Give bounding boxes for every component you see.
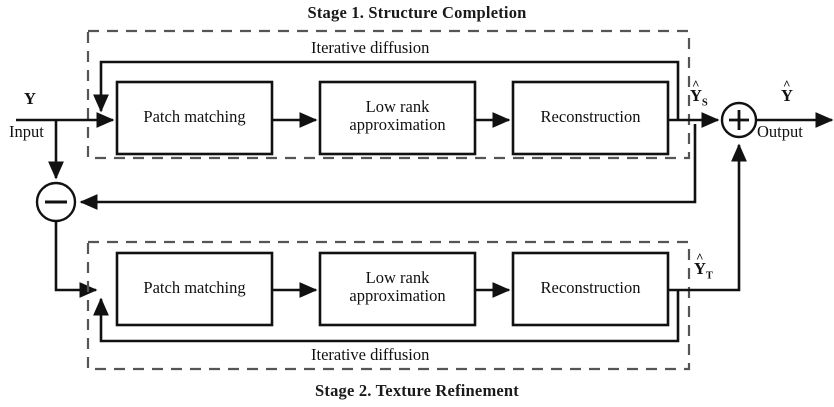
stage1-reconstruction-label: Reconstruction: [540, 107, 641, 126]
stage2-output-hat-wrap: ^ Y: [694, 251, 706, 279]
input-caption-label: Input: [9, 122, 44, 141]
stage1-group: [86, 29, 720, 160]
stage2-output-base-glyph: Y: [694, 259, 706, 278]
stage2-output-signal-label: ^ Y T: [694, 251, 713, 282]
stage1-title: Stage 1. Structure Completion: [307, 3, 527, 22]
stage1-output-hat-glyph: ^: [692, 77, 700, 92]
stage2-patch-matching-label: Patch matching: [143, 278, 246, 297]
subtract-node-group[interactable]: [35, 181, 77, 223]
stage1-output-subscript: S: [701, 97, 708, 109]
stage1-low-rank-label: Low rank approximation: [349, 97, 446, 135]
output-hat-glyph: ^: [783, 77, 791, 92]
stage1-feedback-path: [92, 60, 680, 120]
stage1-dashed-border: [86, 29, 691, 160]
stage2-title: Stage 2. Texture Refinement: [315, 381, 519, 400]
stage1-output-signal-label: ^ Y S: [690, 78, 708, 109]
stage1-low-rank-box[interactable]: [318, 80, 477, 156]
stage2-dashed-border: [86, 240, 691, 371]
output-signal-label: ^ Y: [781, 78, 793, 106]
stage2-iterative-diffusion-label: Iterative diffusion: [311, 345, 430, 364]
stage2-low-rank-box[interactable]: [318, 251, 477, 327]
stage1-iterative-diffusion-label: Iterative diffusion: [311, 38, 430, 57]
output-caption-label: Output: [757, 122, 803, 141]
stage2-patch-matching-box[interactable]: [115, 251, 274, 327]
stage2-output-subscript: T: [705, 270, 713, 282]
stage1-output-base-glyph: Y: [690, 86, 702, 105]
stage2-group: [86, 143, 748, 371]
sum-node-group[interactable]: [720, 101, 758, 139]
stage1-output-to-subtract-path: [79, 124, 697, 211]
stage2-feedback-path: [92, 290, 680, 343]
output-hat-wrap: ^ Y: [781, 78, 793, 106]
stage2-output-hat-glyph: ^: [696, 250, 704, 265]
stage1-reconstruction-box[interactable]: [511, 80, 670, 156]
input-group: [16, 111, 115, 299]
stage1-patch-matching-box[interactable]: [115, 80, 274, 156]
stage2-low-rank-label: Low rank approximation: [349, 268, 446, 306]
stage1-output-hat-wrap: ^ Y: [690, 78, 702, 106]
stage1-patch-matching-label: Patch matching: [143, 107, 246, 126]
input-signal-label: Y: [24, 89, 36, 108]
stage2-output-to-sum-path: [668, 143, 748, 292]
output-base-glyph: Y: [781, 86, 793, 105]
stage2-reconstruction-box[interactable]: [511, 251, 670, 327]
stage2-reconstruction-label: Reconstruction: [540, 278, 641, 297]
subtract-to-stage2-path: [54, 219, 98, 299]
